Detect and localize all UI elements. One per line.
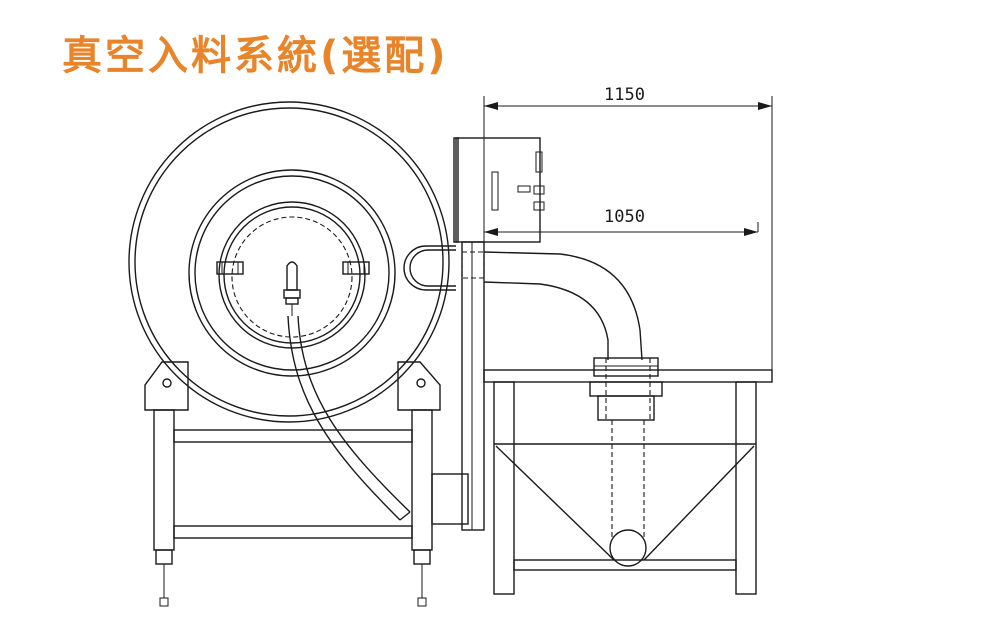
vacuum-pipe <box>403 245 643 361</box>
pipe-coupling <box>589 357 663 540</box>
dimension-1050 <box>484 222 759 236</box>
feed-nozzle <box>283 261 301 316</box>
page-title: 真空入料系統(選配) <box>62 33 449 79</box>
suction-hose <box>287 315 411 521</box>
tumbler-drum <box>128 101 450 423</box>
control-cabinet <box>453 137 545 243</box>
drum-door <box>216 201 370 349</box>
drum-stand <box>144 361 441 607</box>
dimension-label-1050: 1050 <box>604 207 645 227</box>
dimension-1150 <box>483 96 773 370</box>
dimension-label-1150: 1150 <box>604 85 645 105</box>
support-post <box>431 241 485 531</box>
hopper-frame <box>483 369 773 595</box>
hopper-funnel <box>494 443 756 567</box>
